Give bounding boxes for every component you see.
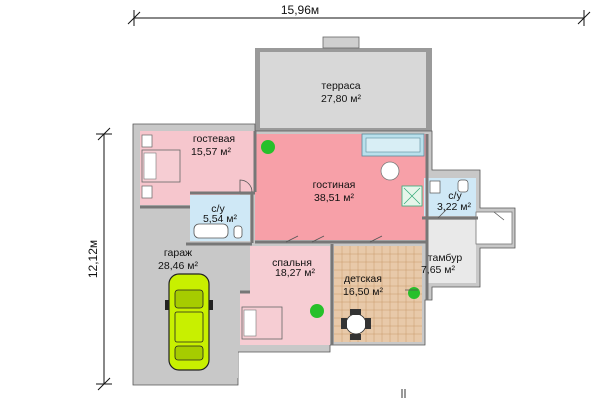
vestibule-area: 7,65 м² bbox=[421, 264, 456, 276]
chair bbox=[350, 334, 361, 340]
sink bbox=[429, 180, 441, 194]
round-table bbox=[345, 313, 367, 335]
porch bbox=[475, 211, 513, 245]
room-labels: терраса 27,80 м² гостевая 15,57 м² гости… bbox=[158, 80, 471, 298]
height-dimension: 12,12м bbox=[86, 127, 112, 391]
room-vestibule bbox=[426, 220, 476, 283]
width-dimension: 15,96м bbox=[127, 3, 591, 26]
bath1-name: с/у bbox=[211, 203, 225, 215]
height-label: 12,12м bbox=[86, 240, 100, 278]
bedroom-name: спальня bbox=[272, 257, 312, 269]
bathtub bbox=[193, 223, 229, 239]
car-icon bbox=[165, 273, 213, 371]
room-guest bbox=[140, 131, 255, 205]
chair bbox=[350, 309, 361, 315]
nightstand bbox=[141, 134, 153, 148]
chair bbox=[341, 318, 347, 329]
terrace-area: 27,80 м² bbox=[321, 93, 361, 105]
kids-area: 16,50 м² bbox=[343, 286, 383, 298]
interior-walls bbox=[140, 131, 478, 345]
room-terrace bbox=[260, 52, 426, 128]
marker bbox=[401, 389, 406, 398]
living-area: 38,51 м² bbox=[314, 192, 354, 204]
plant-icon bbox=[408, 287, 420, 299]
doors bbox=[239, 179, 505, 291]
guest-name: гостевая bbox=[193, 133, 235, 145]
vestibule-name: тамбур bbox=[428, 252, 463, 264]
garage-area: 28,46 м² bbox=[158, 260, 198, 272]
chair bbox=[365, 318, 371, 329]
kids-name: детская bbox=[344, 273, 382, 285]
terrace-name: терраса bbox=[321, 80, 360, 92]
living-name: гостиная bbox=[313, 179, 356, 191]
toilet bbox=[233, 225, 243, 239]
toilet bbox=[457, 179, 469, 193]
width-label: 15,96м bbox=[281, 3, 319, 17]
bath2-area: 3,22 м² bbox=[437, 201, 472, 213]
bedroom-area: 18,27 м² bbox=[275, 267, 315, 279]
garage-name: гараж bbox=[164, 247, 192, 259]
plant-icon bbox=[261, 140, 275, 154]
bath1-area: 5,54 м² bbox=[203, 213, 238, 225]
bath2-name: с/у bbox=[448, 190, 462, 202]
coffee-table bbox=[380, 161, 400, 181]
nightstand bbox=[141, 185, 153, 199]
guest-area: 15,57 м² bbox=[191, 146, 231, 158]
furniture bbox=[141, 133, 469, 371]
plant-icon bbox=[310, 304, 324, 318]
